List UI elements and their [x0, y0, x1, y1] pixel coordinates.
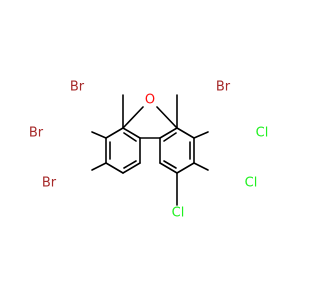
- bond: [122, 162, 141, 174]
- bromine-atom-label: Br: [216, 80, 231, 95]
- bond: [163, 132, 177, 142]
- atom-labels: O Br Br Br Br Cl Cl Cl: [29, 80, 268, 221]
- bond: [156, 106, 178, 129]
- bromine-atom-label: Br: [70, 80, 85, 95]
- molecular-structure-diagram: O Br Br Br Br Cl Cl Cl: [29, 80, 268, 221]
- bond: [105, 162, 124, 174]
- bromine-atom-label: Br: [29, 126, 44, 141]
- bond: [159, 127, 178, 139]
- bond: [163, 160, 177, 169]
- oxygen-atom-label: O: [145, 93, 155, 108]
- bond: [193, 162, 209, 171]
- bond: [91, 131, 107, 139]
- bond: [91, 162, 107, 171]
- bond: [176, 162, 195, 174]
- bond: [123, 132, 137, 142]
- bond: [105, 127, 124, 139]
- bond: [122, 106, 144, 129]
- bond-lines: [91, 94, 209, 206]
- bond: [123, 160, 137, 169]
- bond: [176, 127, 195, 139]
- chlorine-atom-label: Cl: [256, 126, 269, 141]
- bond: [193, 131, 209, 139]
- bond: [122, 127, 141, 139]
- chlorine-atom-label: Cl: [245, 176, 258, 191]
- chlorine-atom-label: Cl: [172, 206, 185, 221]
- bond: [159, 162, 178, 174]
- bromine-atom-label: Br: [42, 176, 57, 191]
